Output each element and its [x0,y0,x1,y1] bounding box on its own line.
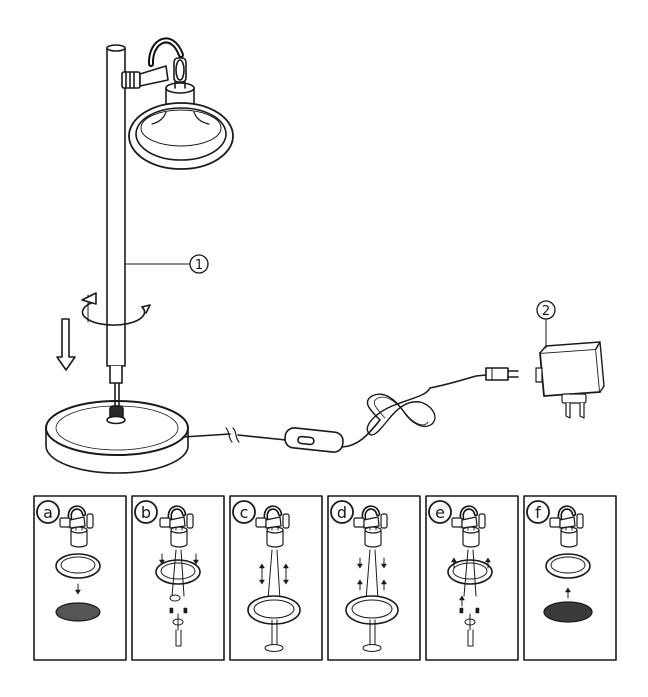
step-panel-a: a [33,495,127,661]
step-letter-d: d [337,503,347,522]
step-letter-b: b [141,503,151,522]
callout-1: 1 [124,254,209,274]
glass-disc-f [543,601,593,623]
step-letter-f: f [535,503,541,522]
step-panel-f: f [523,495,617,661]
base-connector [106,382,126,425]
lamp-head [121,37,234,170]
rotation-arrow [81,292,151,326]
step-letter-a: a [43,503,53,522]
glass-disc-a [55,602,101,622]
power-cable [182,367,519,453]
step-panel-e: e [425,495,519,661]
push-down-arrow [56,318,76,371]
step-panel-b: b [131,495,225,661]
step-letter-e: e [435,503,445,522]
lamp-illustration: 1 [45,37,605,474]
power-adapter [535,341,605,419]
callout-1-label: 1 [195,258,203,273]
callout-2: 2 [536,300,556,349]
callout-2-label: 2 [542,304,550,319]
step-letter-c: c [240,503,249,522]
lamp-base [45,400,189,474]
step-panel-c: c [229,495,323,661]
lamp-pole [106,44,126,384]
step-panel-d: d [327,495,421,661]
